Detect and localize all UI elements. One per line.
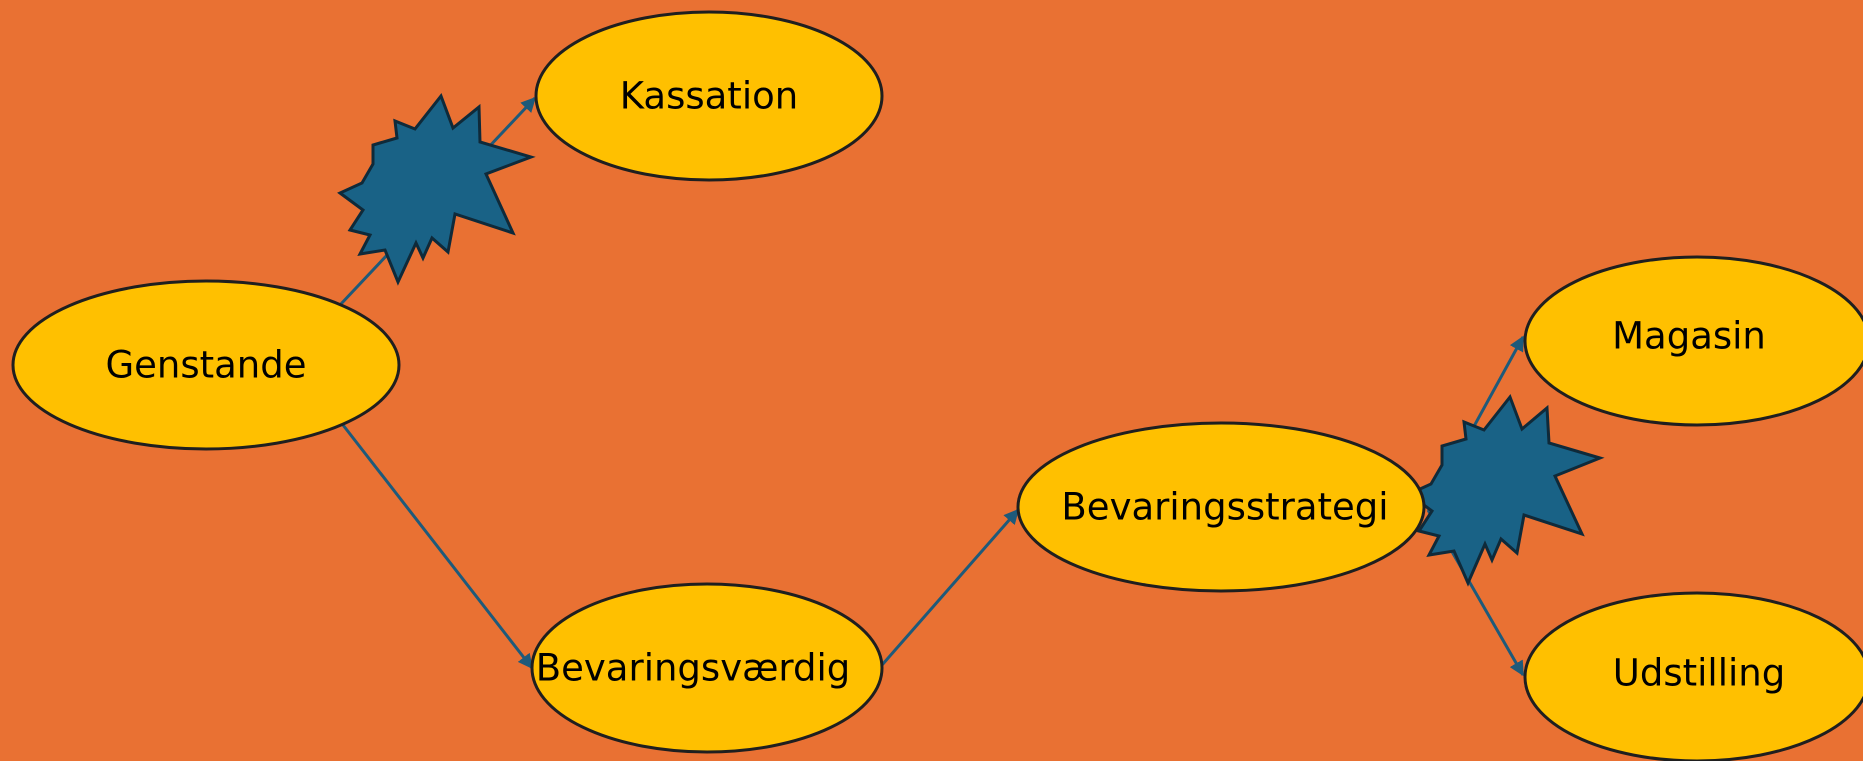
node-bevaringsvaerdig[interactable]: Bevaringsværdig — [530, 582, 884, 754]
node-bevaringsstrategi[interactable]: Bevaringsstrategi — [1016, 421, 1426, 593]
connectors — [338, 96, 1525, 677]
node-kassation[interactable]: Kassation — [534, 10, 884, 182]
node-label: Kassation — [620, 75, 798, 118]
burst-shape — [337, 92, 536, 286]
node-label: Bevaringsværdig — [536, 647, 850, 690]
node-genstande[interactable]: Genstande — [11, 279, 401, 451]
node-magasin[interactable]: Magasin — [1523, 255, 1863, 427]
burst-shape — [1406, 393, 1605, 587]
edge-genstande-bevaringsvaerdig — [341, 424, 534, 670]
node-label: Genstande — [105, 344, 306, 387]
edge-bevaringsvaerdig-bevaringsstrategi — [880, 508, 1020, 666]
node-udstilling[interactable]: Udstilling — [1523, 591, 1863, 761]
node-label: Bevaringsstrategi — [1061, 486, 1388, 529]
node-label: Magasin — [1612, 315, 1766, 358]
node-label: Udstilling — [1613, 652, 1785, 695]
